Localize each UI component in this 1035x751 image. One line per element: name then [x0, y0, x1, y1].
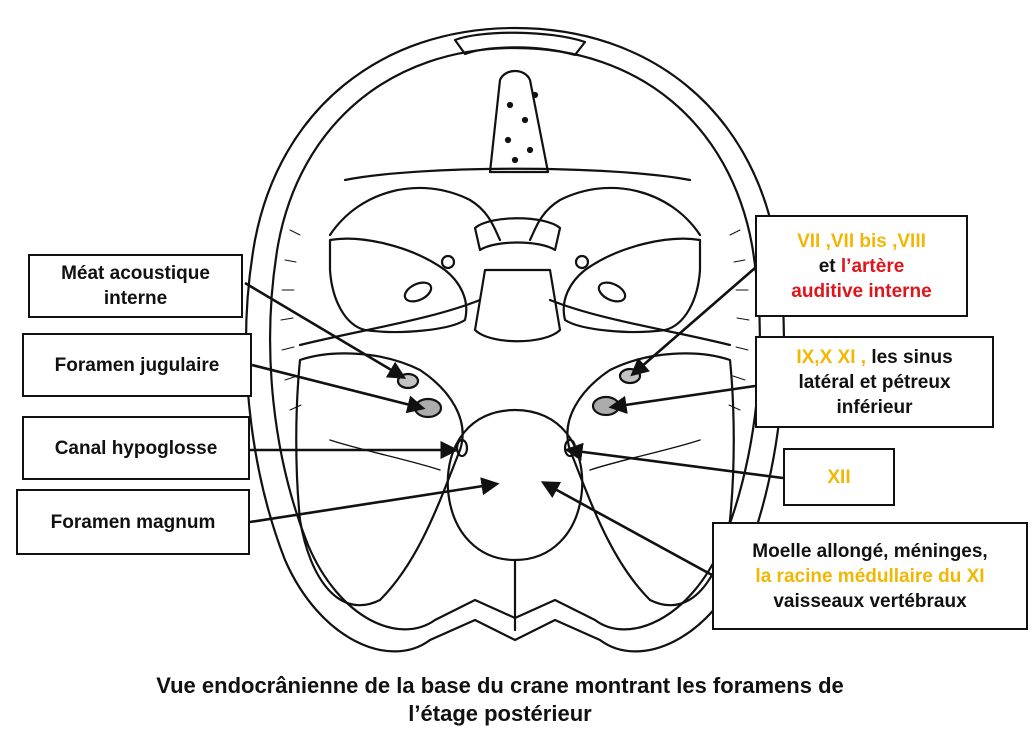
middle-fossa-right — [562, 237, 702, 334]
crista-galli — [488, 69, 550, 174]
skull-inner-outline — [269, 46, 761, 631]
label-nerves-ix-xi: IX,X XI , les sinus latéral et pétreux i… — [755, 336, 994, 428]
arrow-meat — [244, 281, 407, 379]
label-hypoglossal-text: Canal hypoglosse — [54, 437, 218, 459]
label-vii-viii-et: et — [818, 255, 836, 277]
label-auditive-interne: auditive interne — [791, 280, 932, 302]
label-meat-acoustique: Méat acoustique interne — [28, 254, 243, 318]
lesser-wing-right — [528, 186, 702, 242]
arrow-magnum-contents — [540, 481, 713, 577]
figure-caption: Vue endocrânienne de la base du crane mo… — [0, 672, 1000, 728]
transverse-sulcus-right — [589, 439, 701, 471]
transverse-sulcus-left — [329, 439, 441, 471]
petrous-ridge-right — [548, 298, 732, 347]
frontal-crest — [453, 31, 587, 57]
label-foramen-jugulaire: Foramen jugulaire — [22, 333, 252, 397]
arrow-jugular — [251, 363, 426, 414]
arrow-vii-viii — [630, 267, 756, 377]
label-magnum-text: Foramen magnum — [50, 511, 216, 533]
label-contents-line2: la racine médullaire du XI — [755, 565, 985, 587]
label-contents-line3: vaisseaux vertébraux — [773, 590, 967, 612]
label-vii-viii-nerves: VII ,VII bis ,VIII — [797, 230, 926, 252]
sella-turcica — [473, 217, 562, 252]
arrow-ix-xi — [608, 384, 756, 414]
label-meat-line2: interne — [103, 288, 168, 309]
posterior-fossa-right — [566, 352, 735, 607]
lesser-wing-left — [328, 186, 502, 242]
caption-line1: Vue endocrânienne de la base du crane mo… — [156, 673, 844, 698]
foramen-magnum — [446, 408, 584, 562]
arrow-xii — [564, 442, 784, 480]
label-ix-xi-line2: latéral et pétreux — [798, 371, 951, 393]
label-magnum-contents: Moelle allongé, méninges, la racine médu… — [712, 522, 1028, 630]
label-nerve-xii: XII — [783, 448, 895, 506]
clivus — [473, 268, 562, 343]
label-ix-xi-nerves: IX,X XI , — [796, 346, 867, 368]
label-jugular-text: Foramen jugulaire — [54, 354, 220, 376]
middle-fossa-left — [328, 237, 468, 334]
label-ix-xi-line3: inférieur — [836, 396, 913, 418]
label-contents-line1: Moelle allongé, méninges, — [752, 540, 988, 562]
label-canal-hypoglosse: Canal hypoglosse — [22, 416, 250, 480]
arrow-magnum — [249, 477, 500, 524]
label-nerves-vii-viii: VII ,VII bis ,VIII et l’artère auditive … — [755, 215, 968, 317]
label-meat-line1: Méat acoustique — [61, 263, 210, 284]
caption-line2: l’étage postérieur — [408, 701, 592, 726]
label-artere: l’artère — [840, 255, 905, 277]
posterior-fossa-left — [295, 352, 464, 607]
label-xii-text: XII — [827, 466, 851, 488]
label-foramen-magnum: Foramen magnum — [16, 489, 250, 555]
label-ix-xi-line1: IX,X XI , les sinus — [796, 345, 952, 370]
label-vii-viii-line2: et l’artère — [819, 254, 905, 279]
label-ix-xi-sinus: les sinus — [871, 346, 953, 368]
vault-hatch — [280, 229, 750, 411]
petrous-ridge-left — [298, 298, 482, 347]
anterior-fossa-line — [343, 167, 692, 182]
